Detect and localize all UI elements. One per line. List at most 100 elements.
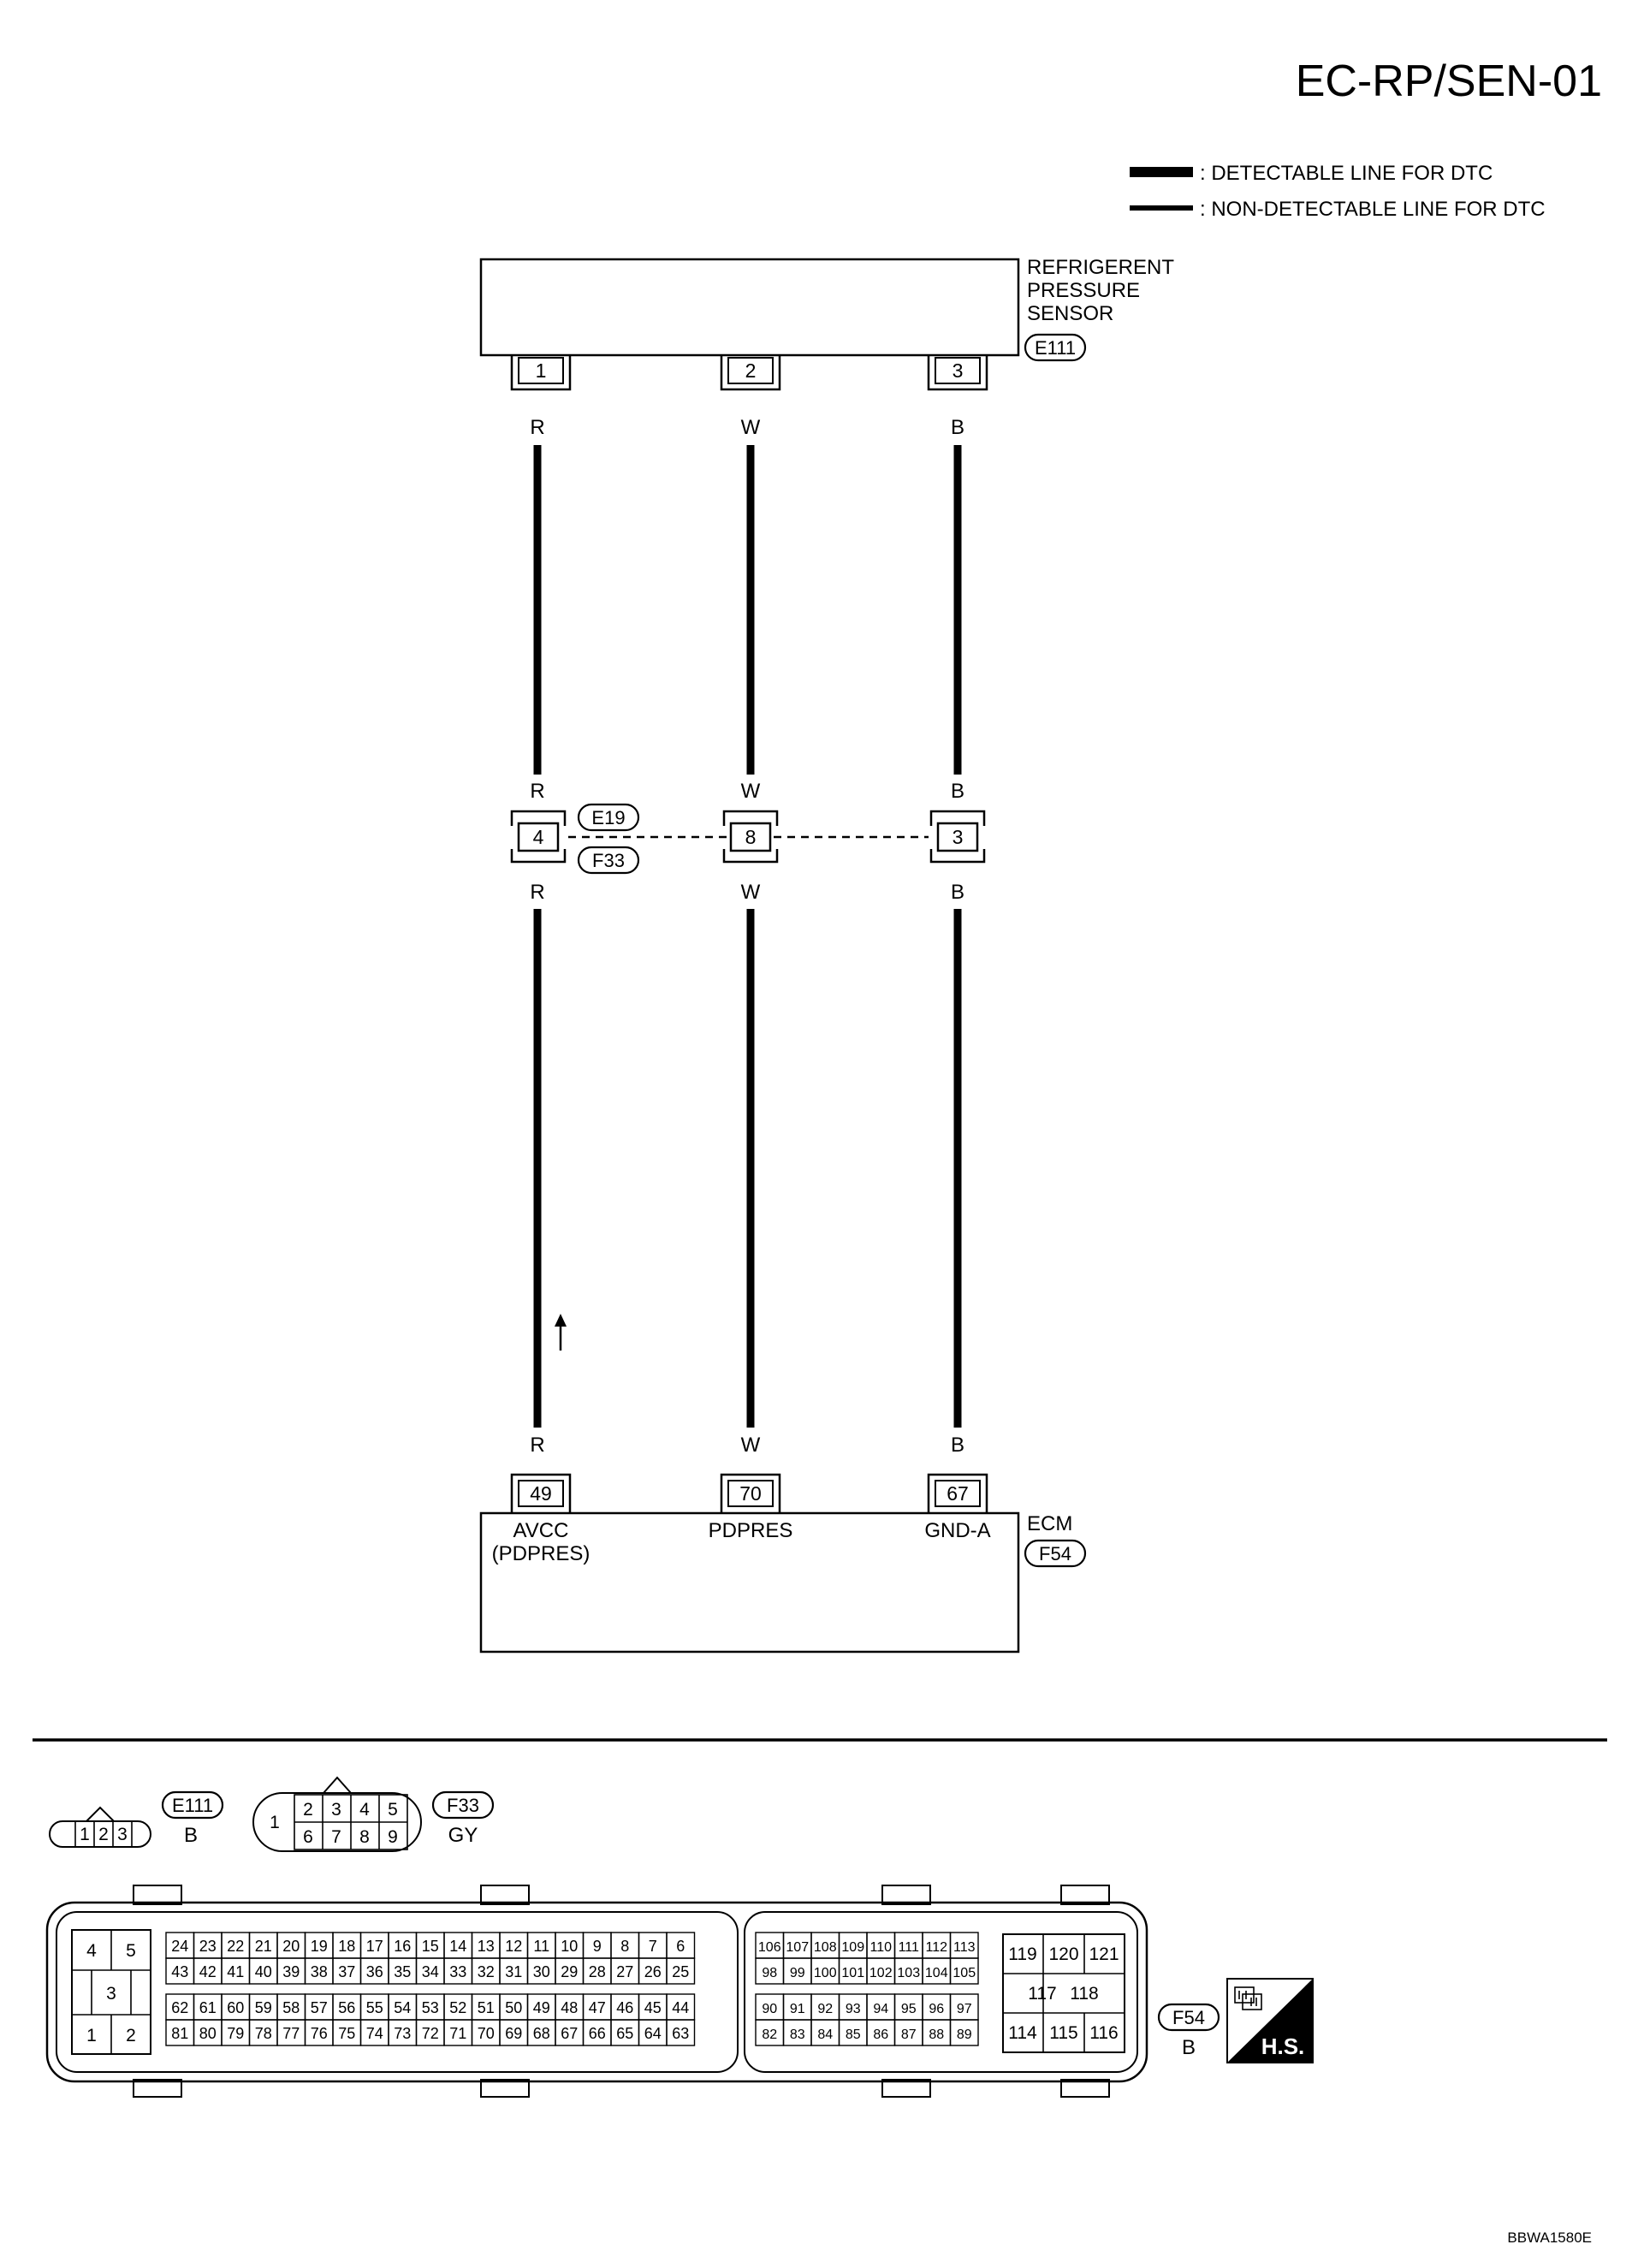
ecm-pin-49-number: 49 — [530, 1482, 552, 1505]
connector-f54-block-b-pin-95: 95 — [901, 2002, 917, 2016]
connector-f54-block-a-pin-36: 36 — [366, 1963, 383, 1980]
wire-1-color-joint-top: R — [530, 780, 544, 803]
connector-f54-block-a-pin-11: 11 — [533, 1938, 549, 1955]
connector-f54-pin-cell — [949, 1957, 979, 1985]
connector-f33-id: F33 — [447, 1795, 479, 1816]
connector-f54-block-a-pin-18: 18 — [338, 1938, 355, 1955]
connector-f33-shell — [252, 1792, 422, 1852]
ecm-pin-67: 67 — [927, 1473, 988, 1513]
connector-f54-block-b-pin-87: 87 — [901, 2028, 917, 2042]
sensor-connector-badge — [1024, 333, 1087, 362]
connector-f54-color: B — [1182, 2036, 1196, 2059]
legend-non-detectable-swatch — [1130, 205, 1193, 211]
svg-text:120: 120 — [1048, 1944, 1078, 1964]
connector-f54-block-b-pin-94: 94 — [873, 2002, 888, 2016]
connector-f54-block-b-pin-98: 98 — [762, 1966, 777, 1980]
legend: : DETECTABLE LINE FOR DTC : NON-DETECTAB… — [1130, 162, 1546, 221]
sensor-pin-3-number: 3 — [953, 359, 964, 382]
connector-f54-block-a-pin-6: 6 — [676, 1938, 685, 1955]
connector-f54-block-a-pin-41: 41 — [227, 1963, 244, 1980]
joint-pin-wire-3: 3 — [953, 826, 964, 848]
connector-f54-block-a-pin-13: 13 — [478, 1938, 495, 1955]
legend-non-detectable-label: : NON-DETECTABLE LINE FOR DTC — [1200, 198, 1546, 221]
ecm-terminal-label-gnd-a: GND-A — [924, 1519, 990, 1542]
connector-f54-block-a-pin-22: 22 — [227, 1938, 244, 1955]
connector-f54-block-a-pin-60: 60 — [227, 1999, 244, 2016]
connector-f54-block-b-pin-100: 100 — [814, 1966, 837, 1980]
connector-f54-block-a-pin-54: 54 — [394, 1999, 411, 2016]
connector-f54-left-shell — [56, 1911, 739, 2073]
connector-f54-block-a-pin-49: 49 — [533, 1999, 550, 2016]
connector-f54-block-a-pin-35: 35 — [394, 1963, 411, 1980]
connector-f54-block-a-pin-45: 45 — [644, 1999, 662, 2016]
connector-f54-block-b-pin-97: 97 — [957, 2002, 972, 2016]
connector-view-e111: 1 2 3 E111 B — [49, 1790, 224, 1848]
svg-text:3: 3 — [106, 1984, 116, 2004]
wire-1-color-joint-bottom: R — [530, 881, 544, 904]
connector-f54-block-a-pin-50: 50 — [505, 1999, 522, 2016]
ecm-terminal-label-avcc: AVCC — [513, 1519, 569, 1542]
connector-f54-block-a-pin-8: 8 — [620, 1938, 629, 1955]
connector-f54-block-a-pin-59: 59 — [255, 1999, 272, 2016]
connector-e111-color: B — [184, 1824, 198, 1847]
sensor-name-line-2: PRESSURE — [1027, 279, 1140, 302]
connector-e111-shell — [49, 1820, 151, 1848]
svg-text:121: 121 — [1089, 1944, 1119, 1964]
connector-f54-block-a-pin-25: 25 — [672, 1963, 689, 1980]
connector-f54-block-b-pin-106: 106 — [758, 1940, 781, 1955]
connector-f54-block-a-pin-65: 65 — [616, 2025, 633, 2042]
connector-f54-block-a-pin-42: 42 — [199, 1963, 217, 1980]
connector-f54-block-b-pin-84: 84 — [817, 2028, 833, 2042]
connector-f54-block-a-pin-32: 32 — [478, 1963, 495, 1980]
wire-1-color-bottom: R — [530, 1434, 544, 1457]
connector-f54-block-a-pin-78: 78 — [255, 2025, 272, 2042]
svg-text:1: 1 — [270, 1813, 280, 1832]
joint-upper-connector-id: E19 — [591, 807, 625, 828]
connector-f54-block-a-pin-14: 14 — [449, 1938, 466, 1955]
wire-3-color-bottom: B — [951, 1434, 964, 1457]
ecm-connector-badge — [1024, 1539, 1087, 1568]
ecm-connector-id: F54 — [1039, 1543, 1071, 1564]
svg-text:4: 4 — [359, 1800, 370, 1820]
sensor-pin-1: 1 — [510, 355, 572, 391]
connector-f54-block-a-pin-28: 28 — [589, 1963, 606, 1980]
connector-f54-block-a-pin-30: 30 — [533, 1963, 550, 1980]
connector-f54-block-a-pin-77: 77 — [282, 2025, 300, 2042]
connector-f54-block-a-pin-40: 40 — [255, 1963, 272, 1980]
legend-detectable-swatch — [1130, 167, 1193, 177]
connector-f54-block-a-pin-16: 16 — [394, 1938, 411, 1955]
ecm: AVCC (PDPRES) PDPRES GND-A ECM F54 — [479, 1511, 1087, 1654]
connector-f54-block-b-pin-93: 93 — [846, 2002, 861, 2016]
connector-f54-block-a-pin-52: 52 — [449, 1999, 466, 2016]
connector-e111-id: E111 — [172, 1795, 213, 1816]
connector-f54-block-a-pin-20: 20 — [282, 1938, 300, 1955]
connector-f54-outer-shell — [45, 1901, 1148, 2083]
connector-f54-block-a-pin-33: 33 — [449, 1963, 466, 1980]
connector-f54-block-b-pin-85: 85 — [846, 2028, 861, 2042]
connector-f54-block-a-pin-56: 56 — [338, 1999, 355, 2016]
connector-f54-block-b-pin-107: 107 — [786, 1940, 809, 1955]
svg-text:4: 4 — [86, 1941, 97, 1961]
connector-f54-block-b-pin-105: 105 — [953, 1966, 976, 1980]
connector-f54-block-b-pin-103: 103 — [897, 1966, 920, 1980]
connector-f54-block-b-pin-113: 113 — [953, 1940, 976, 1955]
connector-view-f33: 1 2 3 4 5 6 7 8 9 F33 GY — [252, 1776, 495, 1852]
connector-f54-block-a-pin-76: 76 — [311, 2025, 328, 2042]
ecm-terminal-label-avcc-sub: (PDPRES) — [492, 1542, 591, 1565]
connector-f54-block-a-pin-34: 34 — [422, 1963, 439, 1980]
joint-lower-connector-id: F33 — [592, 850, 625, 871]
connector-f54-block-b-pin-89: 89 — [957, 2028, 972, 2042]
svg-text:115: 115 — [1049, 2023, 1077, 2043]
svg-text:3: 3 — [117, 1825, 128, 1844]
connector-f54-block-a-pin-47: 47 — [589, 1999, 606, 2016]
wire-2-color-joint-bottom: W — [741, 881, 761, 904]
connector-f54-block-a-pin-69: 69 — [505, 2025, 522, 2042]
connector-f54-block-a-pin-80: 80 — [199, 2025, 217, 2042]
figure-code: BBWA1580E — [1507, 2229, 1592, 2246]
connector-f54-block-a-pin-46: 46 — [616, 1999, 633, 2016]
refrigerant-pressure-sensor: REFRIGERENT PRESSURE SENSOR E111 — [479, 256, 1174, 362]
connector-f54-block-b-pin-86: 86 — [873, 2028, 888, 2042]
connector-f54-block-b-pin-96: 96 — [929, 2002, 944, 2016]
connector-f54-block-b-pin-104: 104 — [925, 1966, 948, 1980]
